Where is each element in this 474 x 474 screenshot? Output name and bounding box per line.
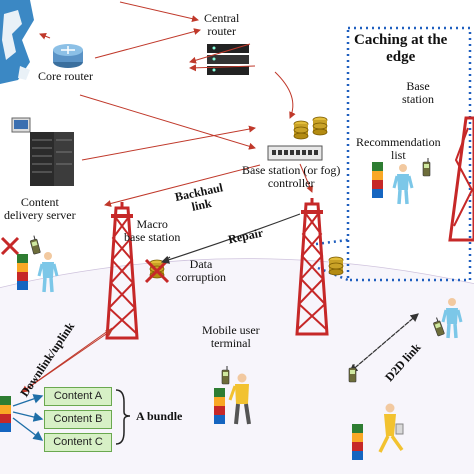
broken-link-icon (0, 236, 20, 256)
switch-icon (267, 145, 323, 161)
person-icon (378, 403, 404, 453)
base-station-controller-label: Base station (or fog)controller (242, 163, 341, 190)
bundle-arrow (12, 417, 44, 441)
link-core-to-bs-controller (79, 94, 256, 150)
cache-stack-icon (352, 424, 363, 460)
bundle-arrow (12, 411, 44, 422)
link-central-to-core (189, 43, 251, 64)
link-to-central-router (119, 1, 199, 23)
backhaul-to-tower-arrow (299, 163, 313, 193)
bundle-arrow (12, 394, 44, 407)
link-cdn-to-bs-controller (81, 125, 256, 161)
link-central-to-bs-controller (274, 71, 296, 119)
bundle-brace (115, 389, 131, 445)
uplink-arrow (21, 329, 113, 393)
link-core-to-central (94, 28, 201, 59)
cache-disk-icon (293, 120, 309, 140)
link-core-to-globe (39, 32, 51, 40)
content-item: Content C (44, 433, 112, 452)
backhaul-link-arrow (104, 164, 261, 207)
phone-icon (28, 234, 41, 255)
repair-arrow (160, 213, 301, 264)
server-rack-icon (207, 44, 249, 75)
core-router-label: Core router (38, 69, 93, 83)
edge-caching-box (346, 26, 472, 282)
bundle-label: A bundle (136, 409, 183, 423)
cache-disk-icon (312, 116, 328, 136)
d2d-arrow (349, 313, 419, 373)
person-icon (228, 373, 251, 425)
content-item: Content A (44, 387, 112, 406)
cache-stack-icon (214, 388, 225, 424)
tower-icon (448, 116, 474, 242)
server-rack-icon (11, 117, 74, 186)
cache-stack-icon (372, 162, 383, 198)
person-icon (392, 162, 414, 206)
link-central-to-router (189, 64, 256, 72)
router-icon (53, 44, 83, 68)
ground-area (0, 258, 474, 474)
repair-arrow-tail (162, 256, 171, 263)
cache-stack-icon (17, 254, 28, 290)
globe-icon (0, 0, 34, 84)
content-item: Content B (44, 410, 112, 429)
cache-disk-icon (328, 256, 344, 276)
cache-stack-icon (0, 396, 11, 432)
